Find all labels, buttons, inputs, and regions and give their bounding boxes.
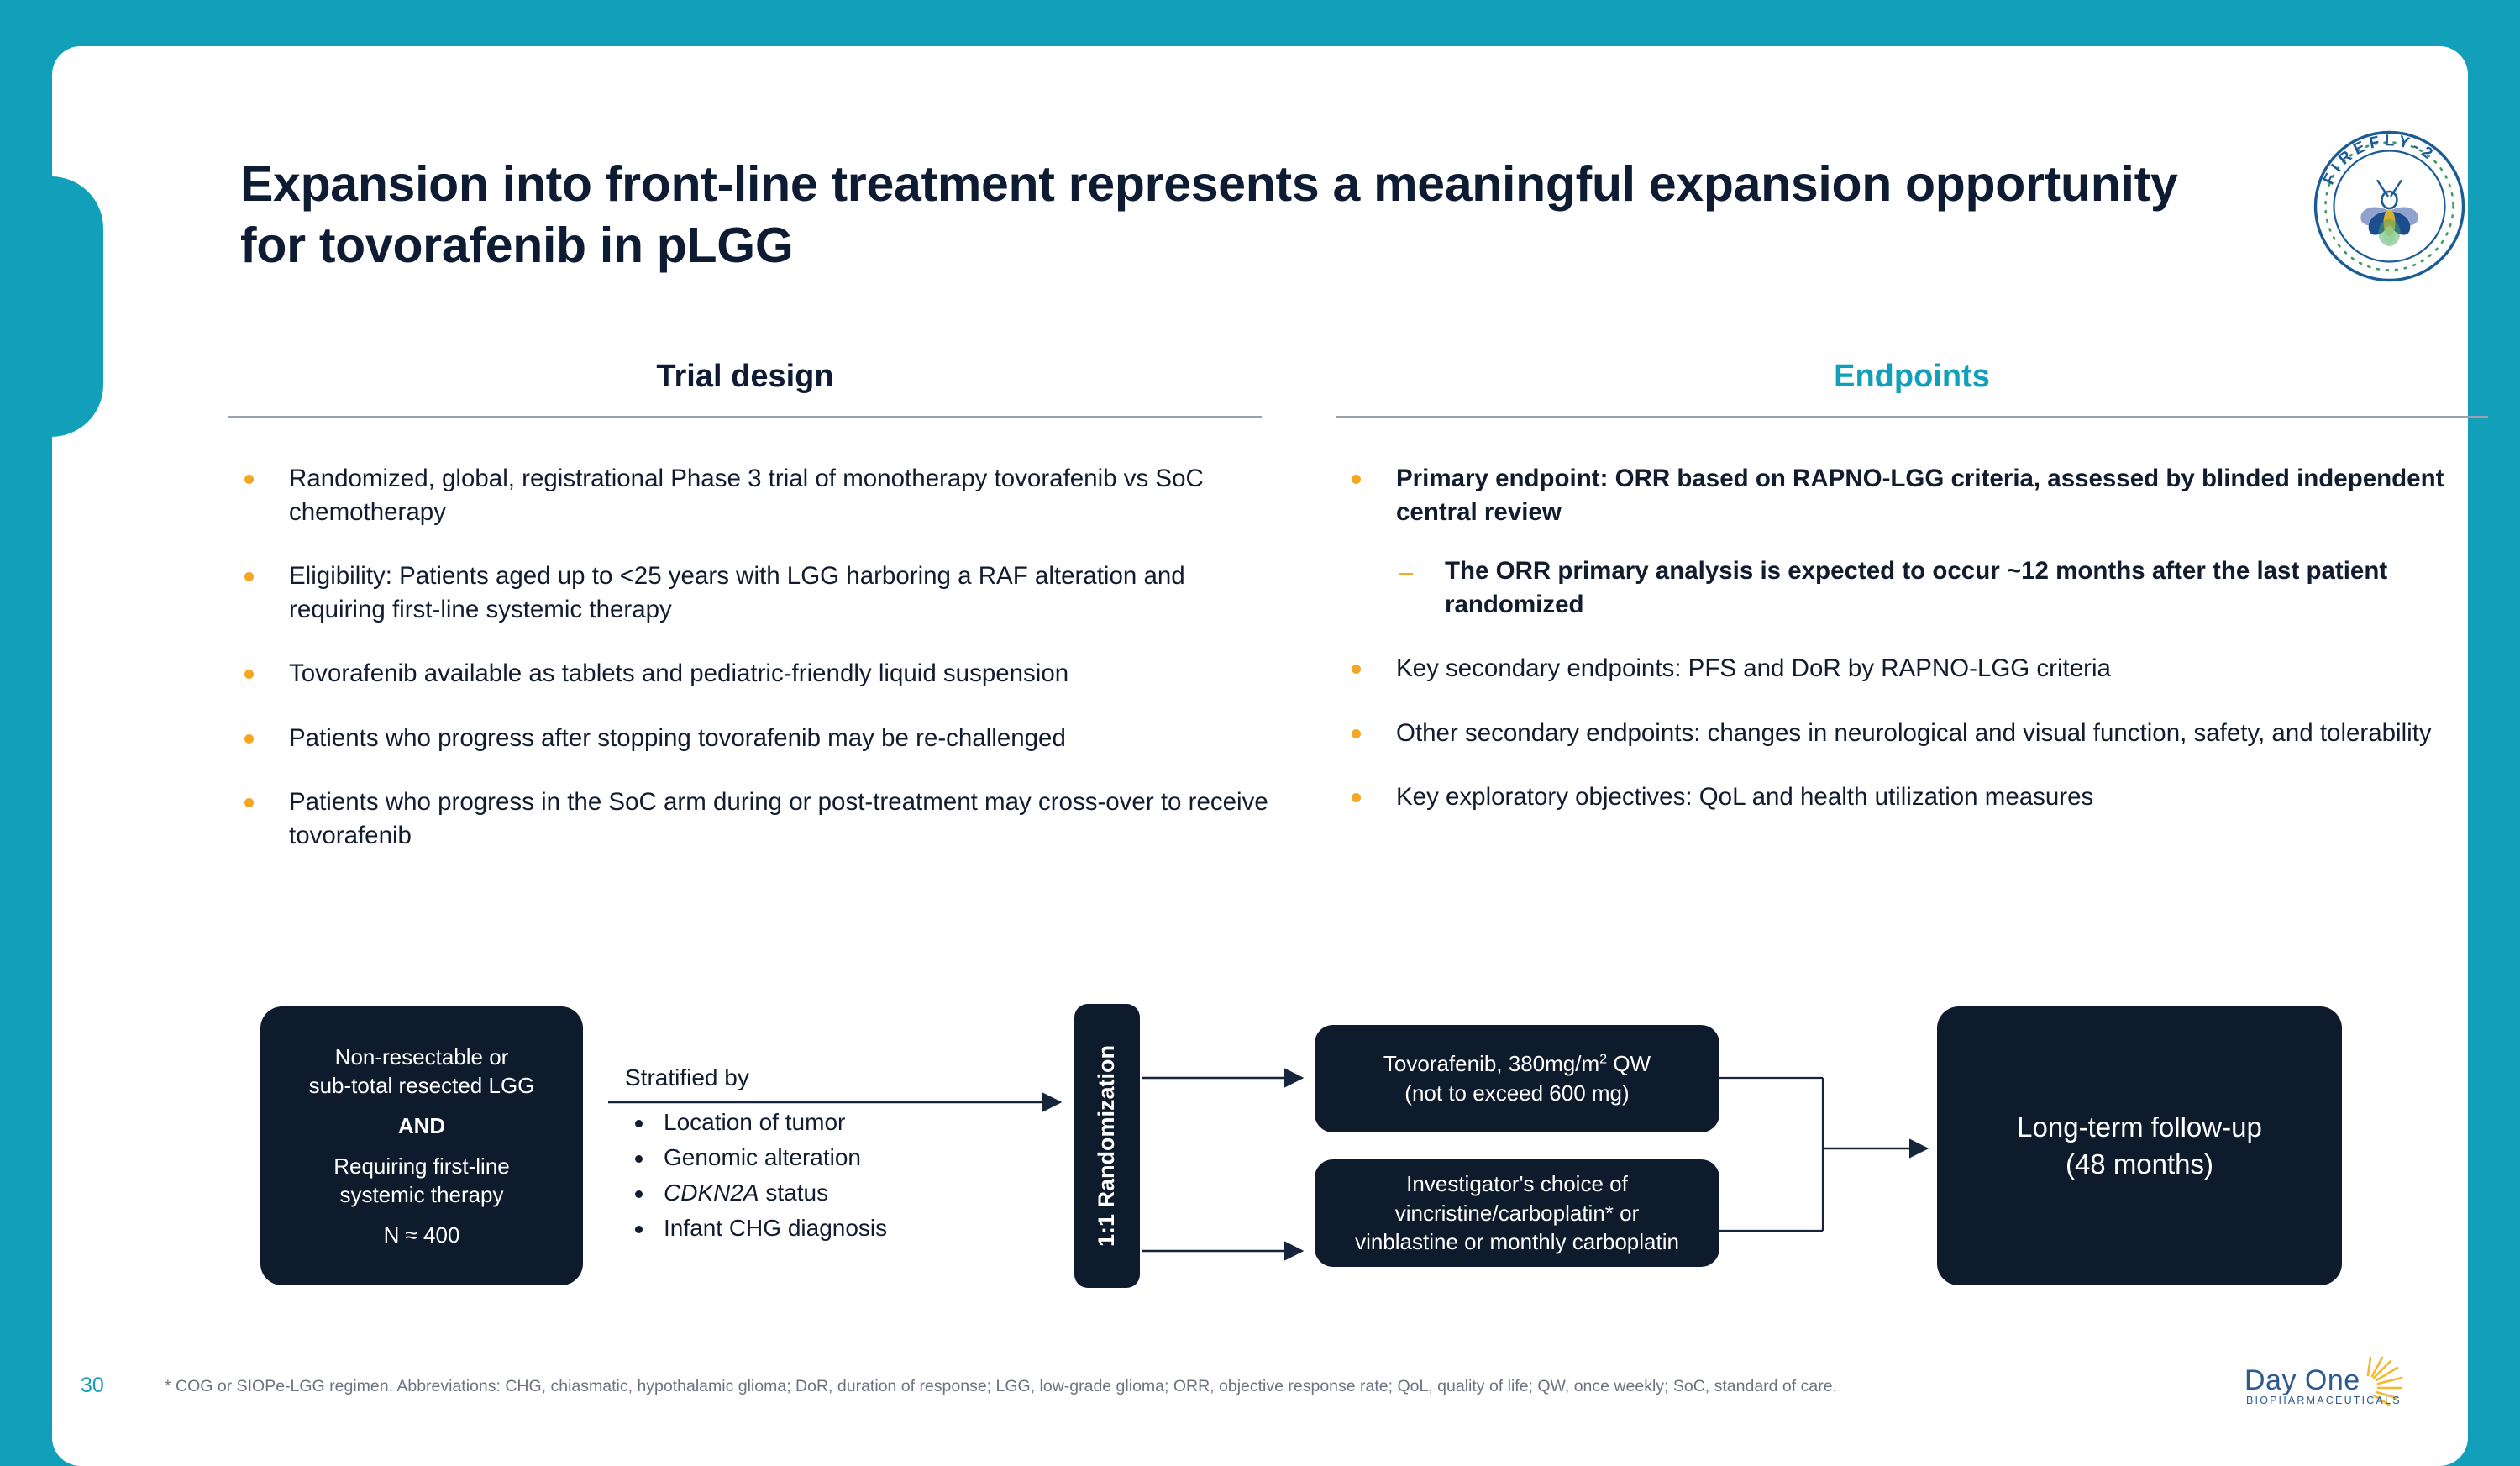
firefly-2-logo: FIREFLY-2 xyxy=(2312,129,2467,284)
endpoints-heading: Endpoints xyxy=(1834,359,1990,394)
footnote-text: * COG or SIOPe-LGG regimen. Abbreviation… xyxy=(165,1377,1837,1395)
list-item: Location of tumor xyxy=(625,1105,1062,1140)
endpoints-bullet-list: Primary endpoint: ORR based on RAPNO-LGG… xyxy=(1336,462,2495,844)
list-item: Other secondary endpoints: changes in ne… xyxy=(1336,717,2495,750)
population-box: Non-resectable or sub-total resected LGG… xyxy=(260,1006,583,1285)
page-title: Expansion into front-line treatment repr… xyxy=(240,156,2178,273)
population-line-3: Requiring first-line xyxy=(333,1153,510,1179)
list-item-cdkn2a: CDKN2A status xyxy=(625,1175,1062,1211)
stratification-factor-list: Location of tumor Genomic alteration CDK… xyxy=(625,1105,1062,1246)
followup-line-1: Long-term follow-up xyxy=(2017,1111,2262,1143)
endpoints-divider xyxy=(1336,416,2488,418)
svg-text:BIOPHARMACEUTICALS: BIOPHARMACEUTICALS xyxy=(2246,1395,2402,1406)
list-item: Key exploratory objectives: QoL and heal… xyxy=(1336,780,2495,814)
randomization-box: 1:1 Randomization xyxy=(1074,1004,1140,1288)
population-line-1: Non-resectable or xyxy=(334,1043,509,1069)
arm1-dose-post: QW xyxy=(1607,1051,1651,1077)
list-item: Infant CHG diagnosis xyxy=(625,1211,1062,1246)
trial-flow-connectors xyxy=(608,1068,1929,1261)
stratification-group: Stratified by Location of tumor Genomic … xyxy=(625,1064,1062,1246)
long-term-followup-box: Long-term follow-up (48 months) xyxy=(1937,1006,2342,1285)
arm2-line-1: Investigator's choice of xyxy=(1406,1171,1628,1197)
list-item-sub: The ORR primary analysis is expected to … xyxy=(1336,554,2495,622)
svg-text:Day One: Day One xyxy=(2244,1364,2360,1396)
list-item: Tovorafenib available as tablets and ped… xyxy=(228,657,1270,691)
list-item: Eligibility: Patients aged up to <25 yea… xyxy=(228,560,1270,627)
trial-design-heading: Trial design xyxy=(656,359,834,394)
stratified-by-label: Stratified by xyxy=(625,1064,749,1090)
day-one-biopharmaceuticals-logo: Day One BIOPHARMACEUTICALS xyxy=(2241,1356,2409,1408)
trial-design-bullet-list: Randomized, global, registrational Phase… xyxy=(228,462,1270,883)
arm2-line-2: vincristine/carboplatin* or xyxy=(1394,1200,1640,1226)
population-sample-size: N ≈ 400 xyxy=(383,1222,460,1248)
list-item: Genomic alteration xyxy=(625,1140,1062,1175)
population-line-2: sub-total resected LGG xyxy=(308,1073,535,1099)
page-number: 30 xyxy=(81,1374,104,1397)
list-item: Primary endpoint: ORR based on RAPNO-LGG… xyxy=(1336,462,2495,529)
arm2-line-3: vinblastine or monthly carboplatin xyxy=(1355,1229,1679,1255)
gene-name: CDKN2A xyxy=(664,1180,759,1206)
arm1-max-dose: (not to exceed 600 mg) xyxy=(1404,1080,1630,1106)
left-accent-tab xyxy=(51,176,103,437)
list-item: Patients who progress in the SoC arm dur… xyxy=(228,786,1270,853)
left-accent-strip xyxy=(0,0,52,1417)
treatment-arm-tovorafenib-box: Tovorafenib, 380mg/m2 QW (not to exceed … xyxy=(1315,1025,1719,1132)
slide-card: Expansion into front-line treatment repr… xyxy=(51,46,2488,1466)
followup-line-2: (48 months) xyxy=(2065,1148,2214,1180)
randomization-label: 1:1 Randomization xyxy=(1094,1044,1120,1248)
gene-status-suffix: status xyxy=(759,1180,829,1206)
arm1-dose-superscript: 2 xyxy=(1599,1051,1608,1067)
list-item: Randomized, global, registrational Phase… xyxy=(228,462,1270,529)
list-item: Key secondary endpoints: PFS and DoR by … xyxy=(1336,652,2495,686)
list-item: Patients who progress after stopping tov… xyxy=(228,722,1270,755)
trial-design-divider xyxy=(228,416,1262,418)
arm1-dose-pre: Tovorafenib, 380mg/m xyxy=(1383,1051,1600,1077)
population-and-label: AND xyxy=(397,1112,446,1138)
treatment-arm-soc-box: Investigator's choice of vincristine/car… xyxy=(1315,1159,1719,1267)
population-line-4: systemic therapy xyxy=(339,1182,504,1208)
